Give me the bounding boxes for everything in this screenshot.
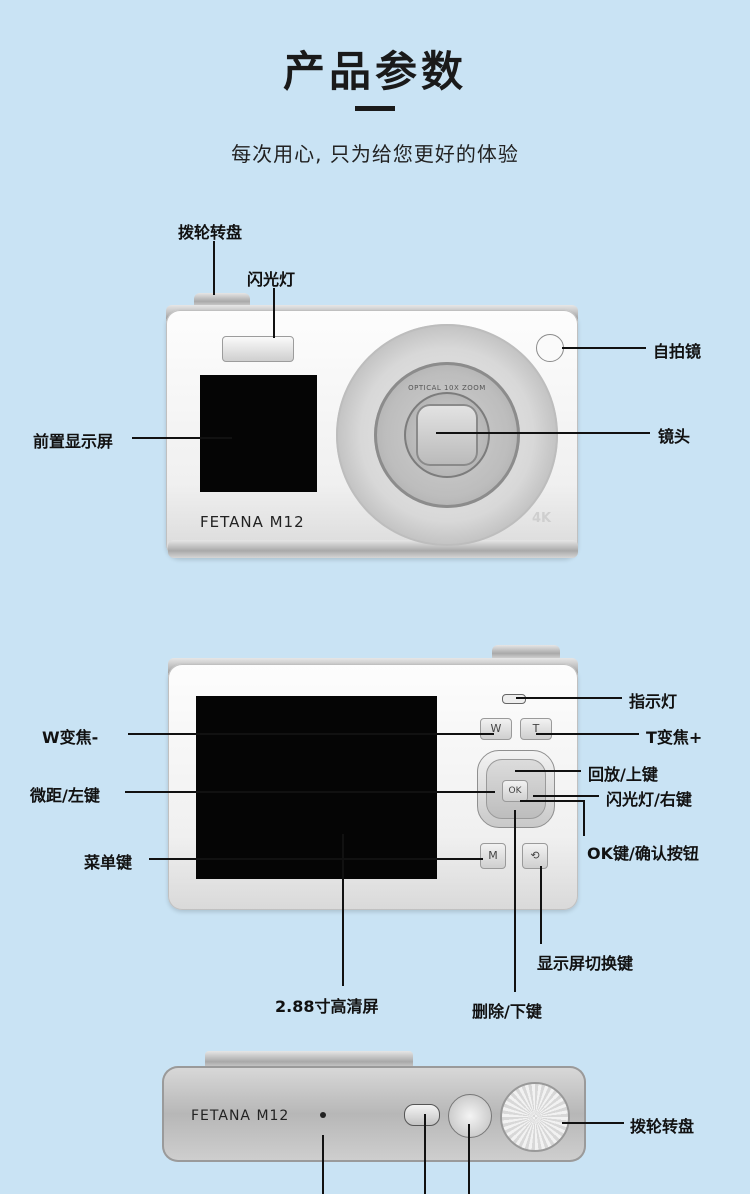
selfie-mirror (536, 334, 564, 362)
line-top-shutter (468, 1124, 470, 1194)
line-top-indicator (322, 1135, 324, 1194)
label-indicator: 指示灯 (629, 692, 678, 711)
top-lens-barrel (205, 1051, 413, 1069)
line-menu-key (149, 858, 483, 860)
menu-button[interactable]: M (480, 843, 506, 869)
lens-badge: 4K (532, 511, 552, 526)
line-screen-switch (540, 866, 542, 944)
top-indicator-dot (320, 1112, 326, 1118)
label-w-zoom: W变焦- (42, 728, 99, 747)
page-title: 产品参数 (282, 47, 467, 96)
lens-shutter (416, 404, 478, 466)
label-macro-left: 微距/左键 (30, 786, 100, 805)
front-bottom-strip (168, 540, 578, 558)
ok-button[interactable]: OK (502, 780, 528, 802)
line-indicator (516, 697, 622, 699)
line-playback-up (515, 770, 581, 772)
flash-window (222, 336, 294, 362)
line-w-zoom (128, 733, 494, 735)
back-dial (492, 645, 560, 659)
shutter-button[interactable] (448, 1094, 492, 1138)
top-brand-text: FETANA M12 (191, 1108, 290, 1124)
top-dial (194, 293, 250, 307)
front-screen (200, 375, 317, 492)
line-dial (213, 241, 215, 295)
power-button[interactable] (404, 1104, 440, 1126)
label-delete-down: 删除/下键 (472, 1002, 542, 1021)
label-selfie-mirror: 自拍镜 (653, 342, 702, 361)
line-macro-left (125, 791, 495, 793)
label-top-dial: 拨轮转盘 (630, 1117, 695, 1136)
lens-text: OPTICAL 10X ZOOM (408, 384, 486, 392)
line-flash-right (533, 795, 599, 797)
line-top-dial (562, 1122, 624, 1124)
label-ok-key: OK键/确认按钮 (587, 844, 699, 863)
line-delete-down (514, 810, 516, 992)
label-lens: 镜头 (658, 427, 691, 446)
title-divider (355, 106, 395, 111)
label-t-zoom: T变焦+ (646, 728, 703, 747)
mode-dial[interactable] (500, 1082, 570, 1152)
label-menu-key: 菜单键 (84, 853, 133, 872)
label-front-screen: 前置显示屏 (33, 432, 114, 451)
label-dial: 拨轮转盘 (178, 223, 243, 242)
label-screen: 2.88寸高清屏 (275, 997, 379, 1016)
line-selfie-mirror (562, 347, 646, 349)
line-flash (273, 288, 275, 338)
page-subtitle: 每次用心, 只为给您更好的体验 (231, 142, 519, 166)
back-screen (196, 696, 437, 879)
line-front-screen (132, 437, 232, 439)
line-t-zoom (536, 733, 639, 735)
screen-switch-button[interactable]: ⟲ (522, 843, 548, 869)
line-top-power (424, 1114, 426, 1194)
w-zoom-button[interactable]: W (480, 718, 512, 740)
line-ok-key-h (520, 800, 584, 802)
line-lens (436, 432, 650, 434)
t-zoom-button[interactable]: T (520, 718, 552, 740)
line-screen (342, 834, 344, 986)
label-flash-right: 闪光灯/右键 (606, 790, 692, 809)
line-ok-key-v (583, 800, 585, 836)
label-flash: 闪光灯 (247, 270, 296, 289)
indicator-light (502, 694, 526, 704)
front-brand-text: FETANA M12 (200, 513, 305, 531)
label-playback-up: 回放/上键 (588, 765, 658, 784)
label-screen-switch: 显示屏切换键 (537, 954, 634, 973)
